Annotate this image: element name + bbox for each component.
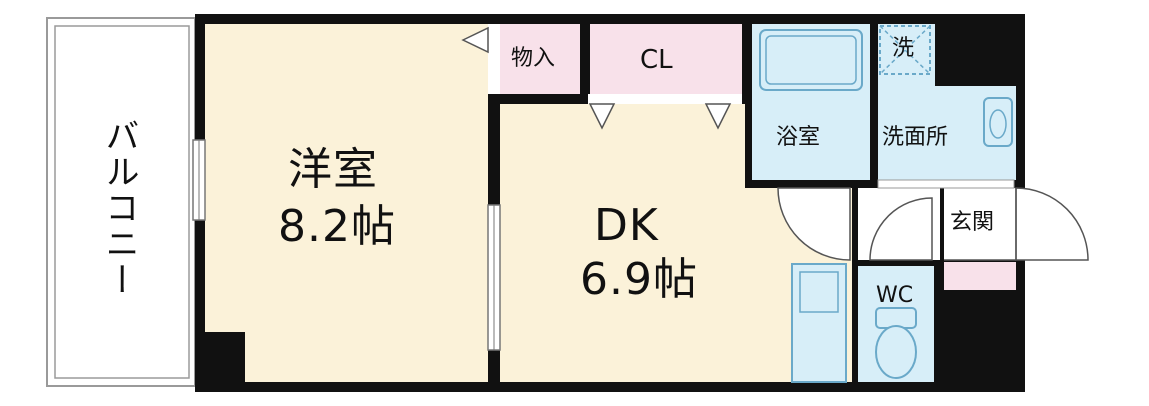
balcony	[46, 17, 196, 387]
closet-label: CL	[640, 45, 673, 75]
dk-name: DK	[594, 200, 659, 251]
entrance-label: 玄関	[950, 210, 995, 235]
kitchen-counter	[791, 263, 847, 383]
closet-floor	[590, 24, 742, 94]
dk-size: 6.9帖	[580, 254, 698, 305]
western-room-size: 8.2帖	[278, 201, 396, 252]
storage-floor	[500, 24, 580, 94]
western-room-floor	[205, 24, 488, 382]
balcony-label: バルコニー	[99, 118, 139, 298]
wc-label: WC	[876, 283, 914, 308]
storage-label: 物入	[511, 46, 556, 71]
western-room-name: 洋室	[288, 144, 378, 195]
washroom-label: 洗面所	[882, 125, 949, 150]
bath-label: 浴室	[776, 125, 821, 150]
entrance-floor	[944, 188, 1016, 260]
laundry-label: 洗	[892, 36, 915, 61]
dk-floor	[500, 104, 852, 382]
